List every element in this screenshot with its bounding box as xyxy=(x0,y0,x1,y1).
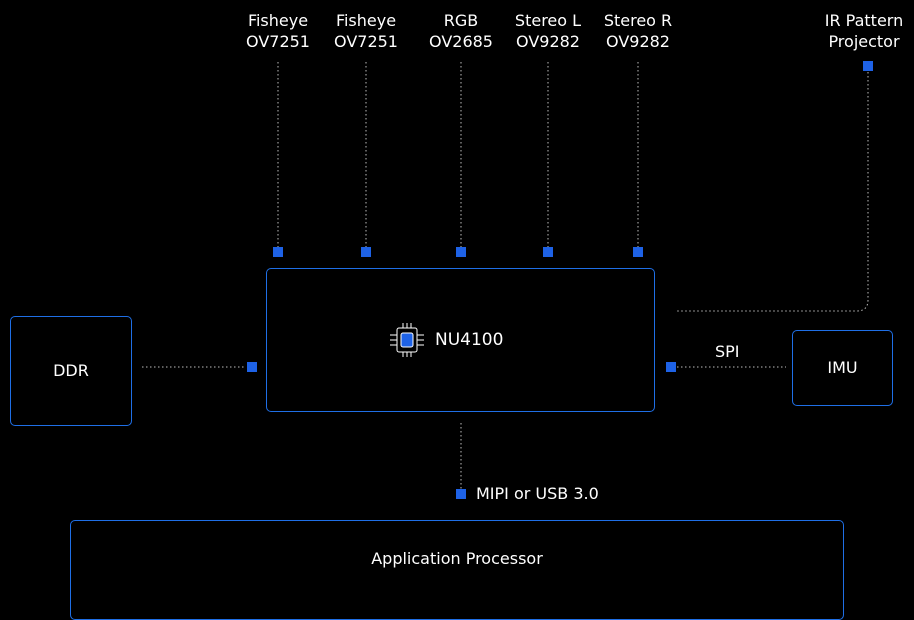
chip-icon xyxy=(390,323,424,357)
ddr-box: DDR xyxy=(10,316,132,426)
projector-line2: Projector xyxy=(828,32,900,51)
sensor-label-stereo-r: Stereo R OV9282 xyxy=(598,10,678,52)
sensor-model: OV2685 xyxy=(429,32,493,51)
node-stereo-l xyxy=(543,247,553,257)
sensor-label-fisheye-2: Fisheye OV7251 xyxy=(326,10,406,52)
sensor-name: Fisheye xyxy=(247,11,309,30)
projector-label: IR Pattern Projector xyxy=(814,10,914,52)
sensor-model: OV7251 xyxy=(246,32,310,51)
bus-label: MIPI or USB 3.0 xyxy=(476,484,599,503)
node-rgb xyxy=(456,247,466,257)
connector-lines xyxy=(142,62,869,489)
sensor-name: RGB xyxy=(443,11,479,30)
spi-label: SPI xyxy=(715,342,740,361)
node-projector xyxy=(863,61,873,71)
sensor-label-fisheye-1: Fisheye OV7251 xyxy=(238,10,318,52)
imu-box: IMU xyxy=(792,330,893,406)
projector-line1: IR Pattern xyxy=(824,11,904,30)
sensor-model: OV7251 xyxy=(334,32,398,51)
projector-line xyxy=(675,72,869,312)
chip-label-group: NU4100 xyxy=(387,322,503,358)
sensor-model: OV9282 xyxy=(516,32,580,51)
sensor-label-stereo-l: Stereo L OV9282 xyxy=(508,10,588,52)
application-processor-box: Application Processor xyxy=(70,520,844,620)
sensor-name: Stereo L xyxy=(514,11,582,30)
node-fisheye-2 xyxy=(361,247,371,257)
imu-label: IMU xyxy=(827,358,858,377)
chip-label: NU4100 xyxy=(435,330,504,350)
application-processor-label: Application Processor xyxy=(371,549,543,568)
sensor-label-rgb: RGB OV2685 xyxy=(421,10,501,52)
sensor-model: OV9282 xyxy=(606,32,670,51)
node-stereo-r xyxy=(633,247,643,257)
node-bus xyxy=(456,489,466,499)
node-imu xyxy=(666,362,676,372)
sensor-name: Fisheye xyxy=(335,11,397,30)
nu4100-box: NU4100 xyxy=(266,268,655,412)
node-fisheye-1 xyxy=(273,247,283,257)
sensor-name: Stereo R xyxy=(603,11,673,30)
node-ddr xyxy=(247,362,257,372)
ddr-label: DDR xyxy=(53,361,89,380)
